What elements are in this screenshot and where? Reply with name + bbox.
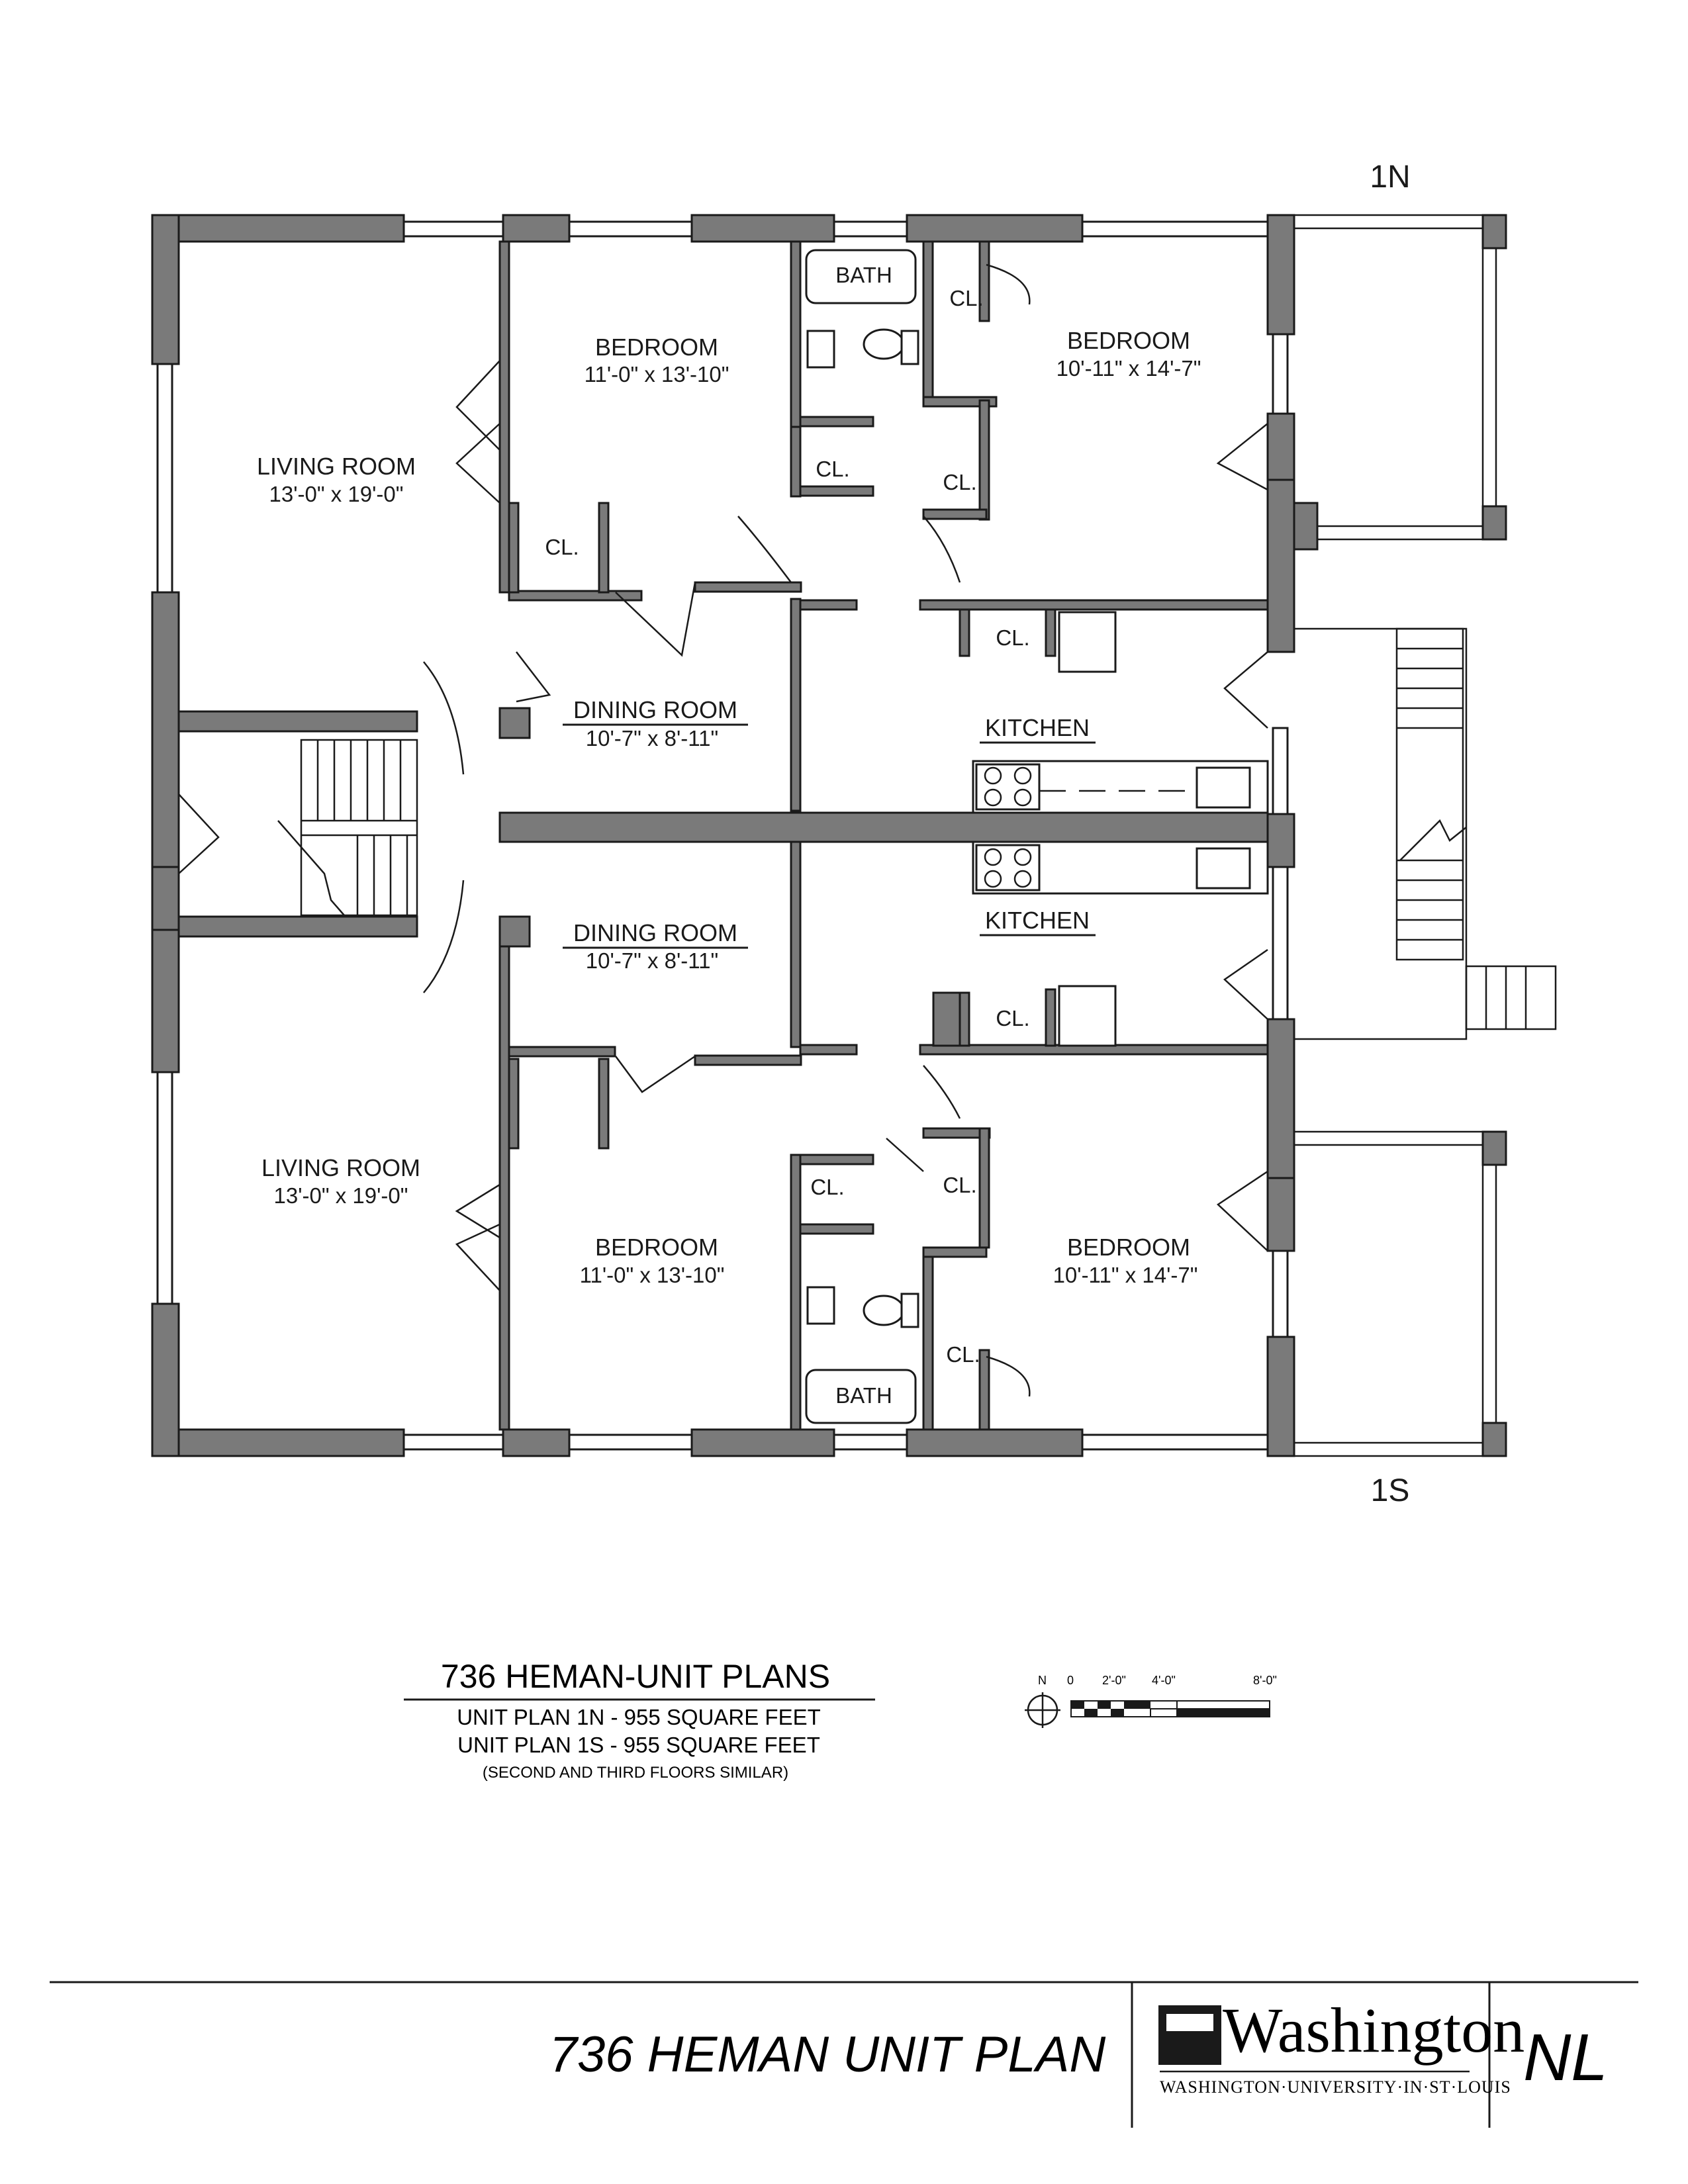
door-swings [178, 263, 1268, 1397]
floors-note: (SECOND AND THIRD FLOORS SIMILAR) [483, 1764, 788, 1782]
sheet-code: NL [1523, 2021, 1608, 2095]
kitchen-south-fixtures [972, 841, 1269, 1047]
plan-title: 736 HEMAN-UNIT PLANS [441, 1658, 830, 1695]
room-name: DINING ROOM [573, 919, 737, 946]
north-label: N [1038, 1674, 1047, 1687]
closet-label: CL. [996, 625, 1029, 650]
room-name: KITCHEN [985, 907, 1090, 934]
exterior-walls [151, 214, 1319, 1457]
kitchen-north-fixtures [972, 611, 1269, 814]
bath-label: BATH [835, 263, 892, 287]
room-dims: 13'-0" x 19'-0" [274, 1183, 408, 1208]
room-name: DINING ROOM [573, 696, 737, 723]
room-name: LIVING ROOM [261, 1154, 420, 1181]
closet-label: CL. [816, 457, 849, 481]
closet-label: CL. [943, 1173, 976, 1197]
room-dims: 10'-7" x 8'-11" [586, 726, 719, 751]
room-dims: 13'-0" x 19'-0" [269, 482, 404, 506]
unit-1n-area: UNIT PLAN 1N - 955 SQUARE FEET [457, 1705, 821, 1729]
room-name: BEDROOM [1067, 1234, 1190, 1261]
porch-south [1294, 1130, 1507, 1457]
scale-tick-label: 0 [1067, 1674, 1074, 1687]
unit-tag-1s: 1S [1371, 1473, 1410, 1508]
room-name: KITCHEN [985, 714, 1090, 741]
interior-walls [177, 240, 1269, 1431]
room-dims: 10'-7" x 8'-11" [586, 948, 719, 973]
room-name: LIVING ROOM [257, 453, 416, 480]
university-logo: Washington WASHINGTON·UNIVERSITY·IN·ST·L… [1158, 1995, 1524, 2097]
closet-label: CL. [810, 1175, 844, 1199]
room-dims: 10'-11" x 14'-7" [1053, 1263, 1198, 1287]
logo-subline: WASHINGTON·UNIVERSITY·IN·ST·LOUIS [1160, 2077, 1511, 2097]
footer: 736 HEMAN UNIT PLAN Washington WASHINGTO… [50, 1981, 1638, 2128]
closet-label: CL. [943, 470, 976, 494]
room-dims: 10'-11" x 14'-7" [1056, 356, 1201, 381]
bath-north-fixtures [805, 249, 919, 369]
unit-tag-1n: 1N [1370, 159, 1410, 195]
exterior-stair-east [1294, 627, 1557, 1040]
room-dims: 11'-0" x 13'-10" [580, 1263, 725, 1287]
bath-south-fixtures [805, 1286, 919, 1424]
interior-stair [277, 739, 418, 917]
room-name: BEDROOM [1067, 327, 1190, 354]
closet-label: CL. [946, 1342, 980, 1367]
closet-label: CL. [996, 1006, 1029, 1030]
unit-1s-area: UNIT PLAN 1S - 955 SQUARE FEET [457, 1733, 820, 1757]
porch-north [1294, 214, 1507, 541]
room-name: BEDROOM [595, 334, 718, 361]
scale-bar: N 0 2'-0" 4'-0" 8'-0" [1025, 1674, 1277, 1728]
title-block: 736 HEMAN-UNIT PLANS UNIT PLAN 1N - 955 … [404, 1658, 875, 1782]
room-name: BEDROOM [595, 1234, 718, 1261]
closet-label: CL. [545, 535, 579, 559]
bath-label: BATH [835, 1383, 892, 1408]
logo-wordmark: Washington [1223, 1995, 1524, 2066]
scale-tick-label: 2'-0" [1102, 1674, 1126, 1687]
scale-tick-label: 4'-0" [1152, 1674, 1176, 1687]
room-dims: 11'-0" x 13'-10" [585, 362, 729, 387]
closet-label: CL. [949, 286, 983, 310]
scale-tick-label: 8'-0" [1253, 1674, 1277, 1687]
drawing-title: 736 HEMAN UNIT PLAN [549, 2026, 1106, 2083]
